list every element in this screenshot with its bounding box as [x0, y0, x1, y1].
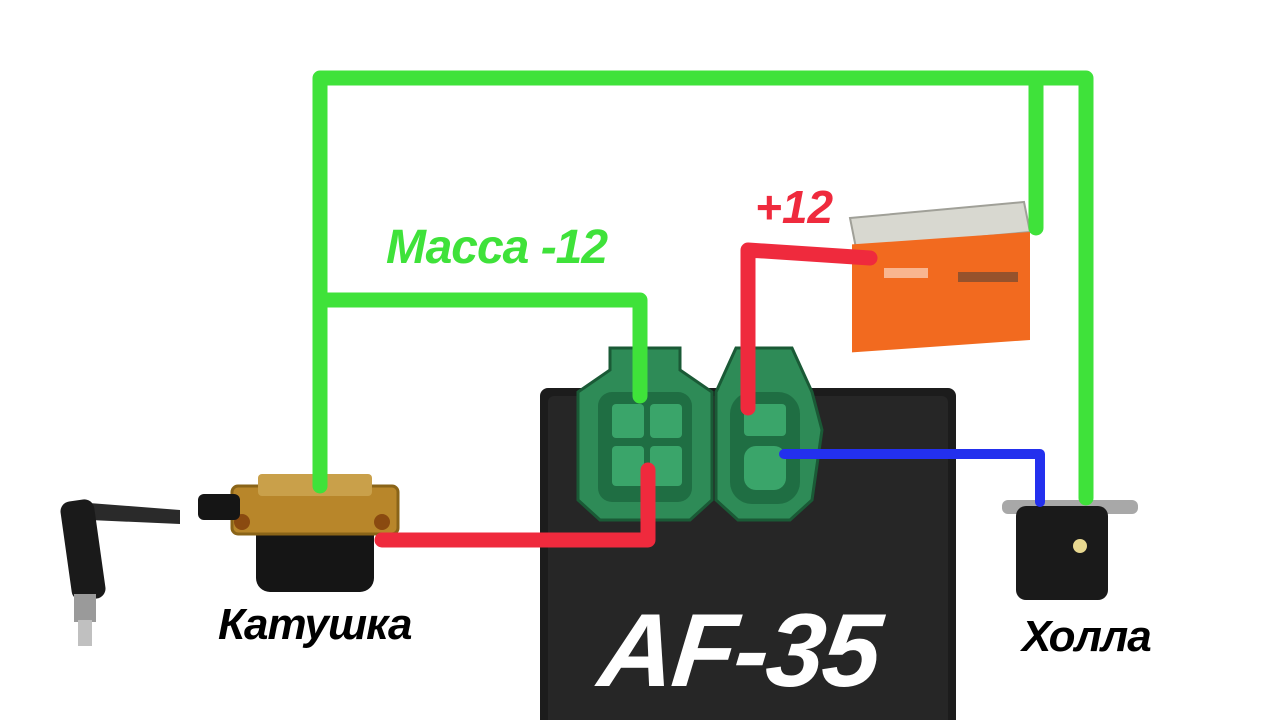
model-label: AF-35: [593, 593, 886, 709]
signal-wire: [779, 449, 1045, 507]
hall-sensor-icon: [1002, 500, 1138, 600]
battery-icon: [848, 200, 1032, 353]
ground-wire: [312, 70, 1094, 506]
coil-label: Катушка: [218, 600, 412, 649]
connector-left-icon: [576, 346, 714, 522]
hall-label: Холла: [1022, 612, 1152, 661]
ground-label: Масса -12: [386, 221, 608, 274]
ignition-coil-icon: [198, 474, 400, 592]
plus-wire: [374, 242, 878, 548]
plus-label: +12: [755, 181, 834, 233]
spark-plug-icon: [60, 499, 180, 646]
connector-right-icon: [714, 346, 824, 522]
